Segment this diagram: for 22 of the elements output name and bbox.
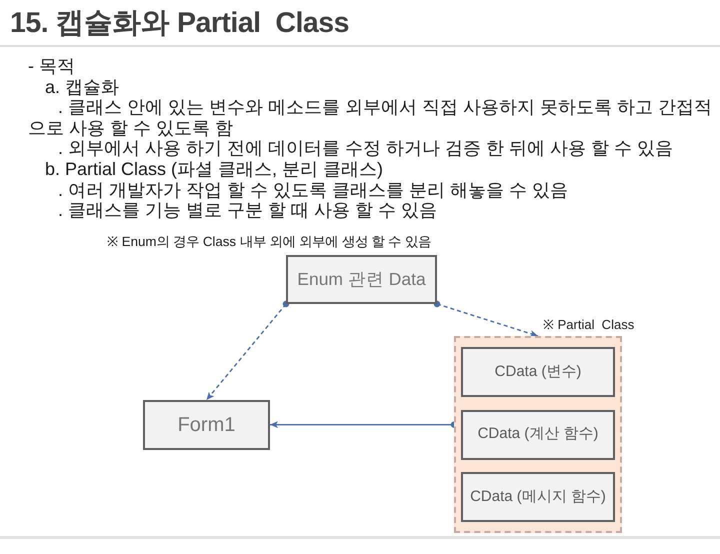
bullet-text: . 클래스를 기능 별로 구분 할 때 사용 할 수 있음 bbox=[58, 200, 438, 221]
note-text: ※ Enum의 경우 Class 내부 외에 외부에 생성 할 수 있음 bbox=[107, 233, 431, 250]
dashed-arrow bbox=[434, 300, 538, 337]
box-label: CData (메시지 함수) bbox=[470, 488, 606, 506]
class-box bbox=[143, 400, 270, 450]
bullet-text: . 외부에서 사용 하기 전에 데이터를 수정 하거나 검증 한 뒤에 사용 할 수 있음 bbox=[58, 138, 674, 159]
bullet-text: a. 캡슐화 bbox=[45, 76, 120, 98]
class-box bbox=[286, 255, 437, 304]
box-label: Form1 bbox=[178, 412, 236, 438]
dashed-arrow bbox=[206, 300, 290, 400]
bullet-text: b. Partial Class (파셜 클래스, 분리 클래스) bbox=[45, 158, 384, 180]
box-label: Enum 관련 Data bbox=[297, 268, 426, 290]
bullet-text: . 여러 개발자가 작업 할 수 있도록 클래스를 분리 해놓을 수 있음 bbox=[58, 180, 568, 200]
class-box bbox=[461, 472, 615, 522]
class-box bbox=[461, 347, 615, 397]
box-label: CData (변수) bbox=[494, 362, 582, 382]
bullet-text: - 목적 bbox=[28, 56, 75, 77]
box-label: CData (계산 함수) bbox=[478, 425, 598, 444]
bullet-text: . 클래스 안에 있는 변수와 메소드를 외부에서 직접 사용하지 못하도록 하고 간접적 으로 사용 할 수 있도록 함 bbox=[28, 97, 714, 138]
slide-title: 15. 캡슐화와 Partial Class bbox=[10, 6, 349, 40]
class-box bbox=[461, 410, 615, 460]
group-heading: ※ Partial Class bbox=[543, 317, 634, 333]
